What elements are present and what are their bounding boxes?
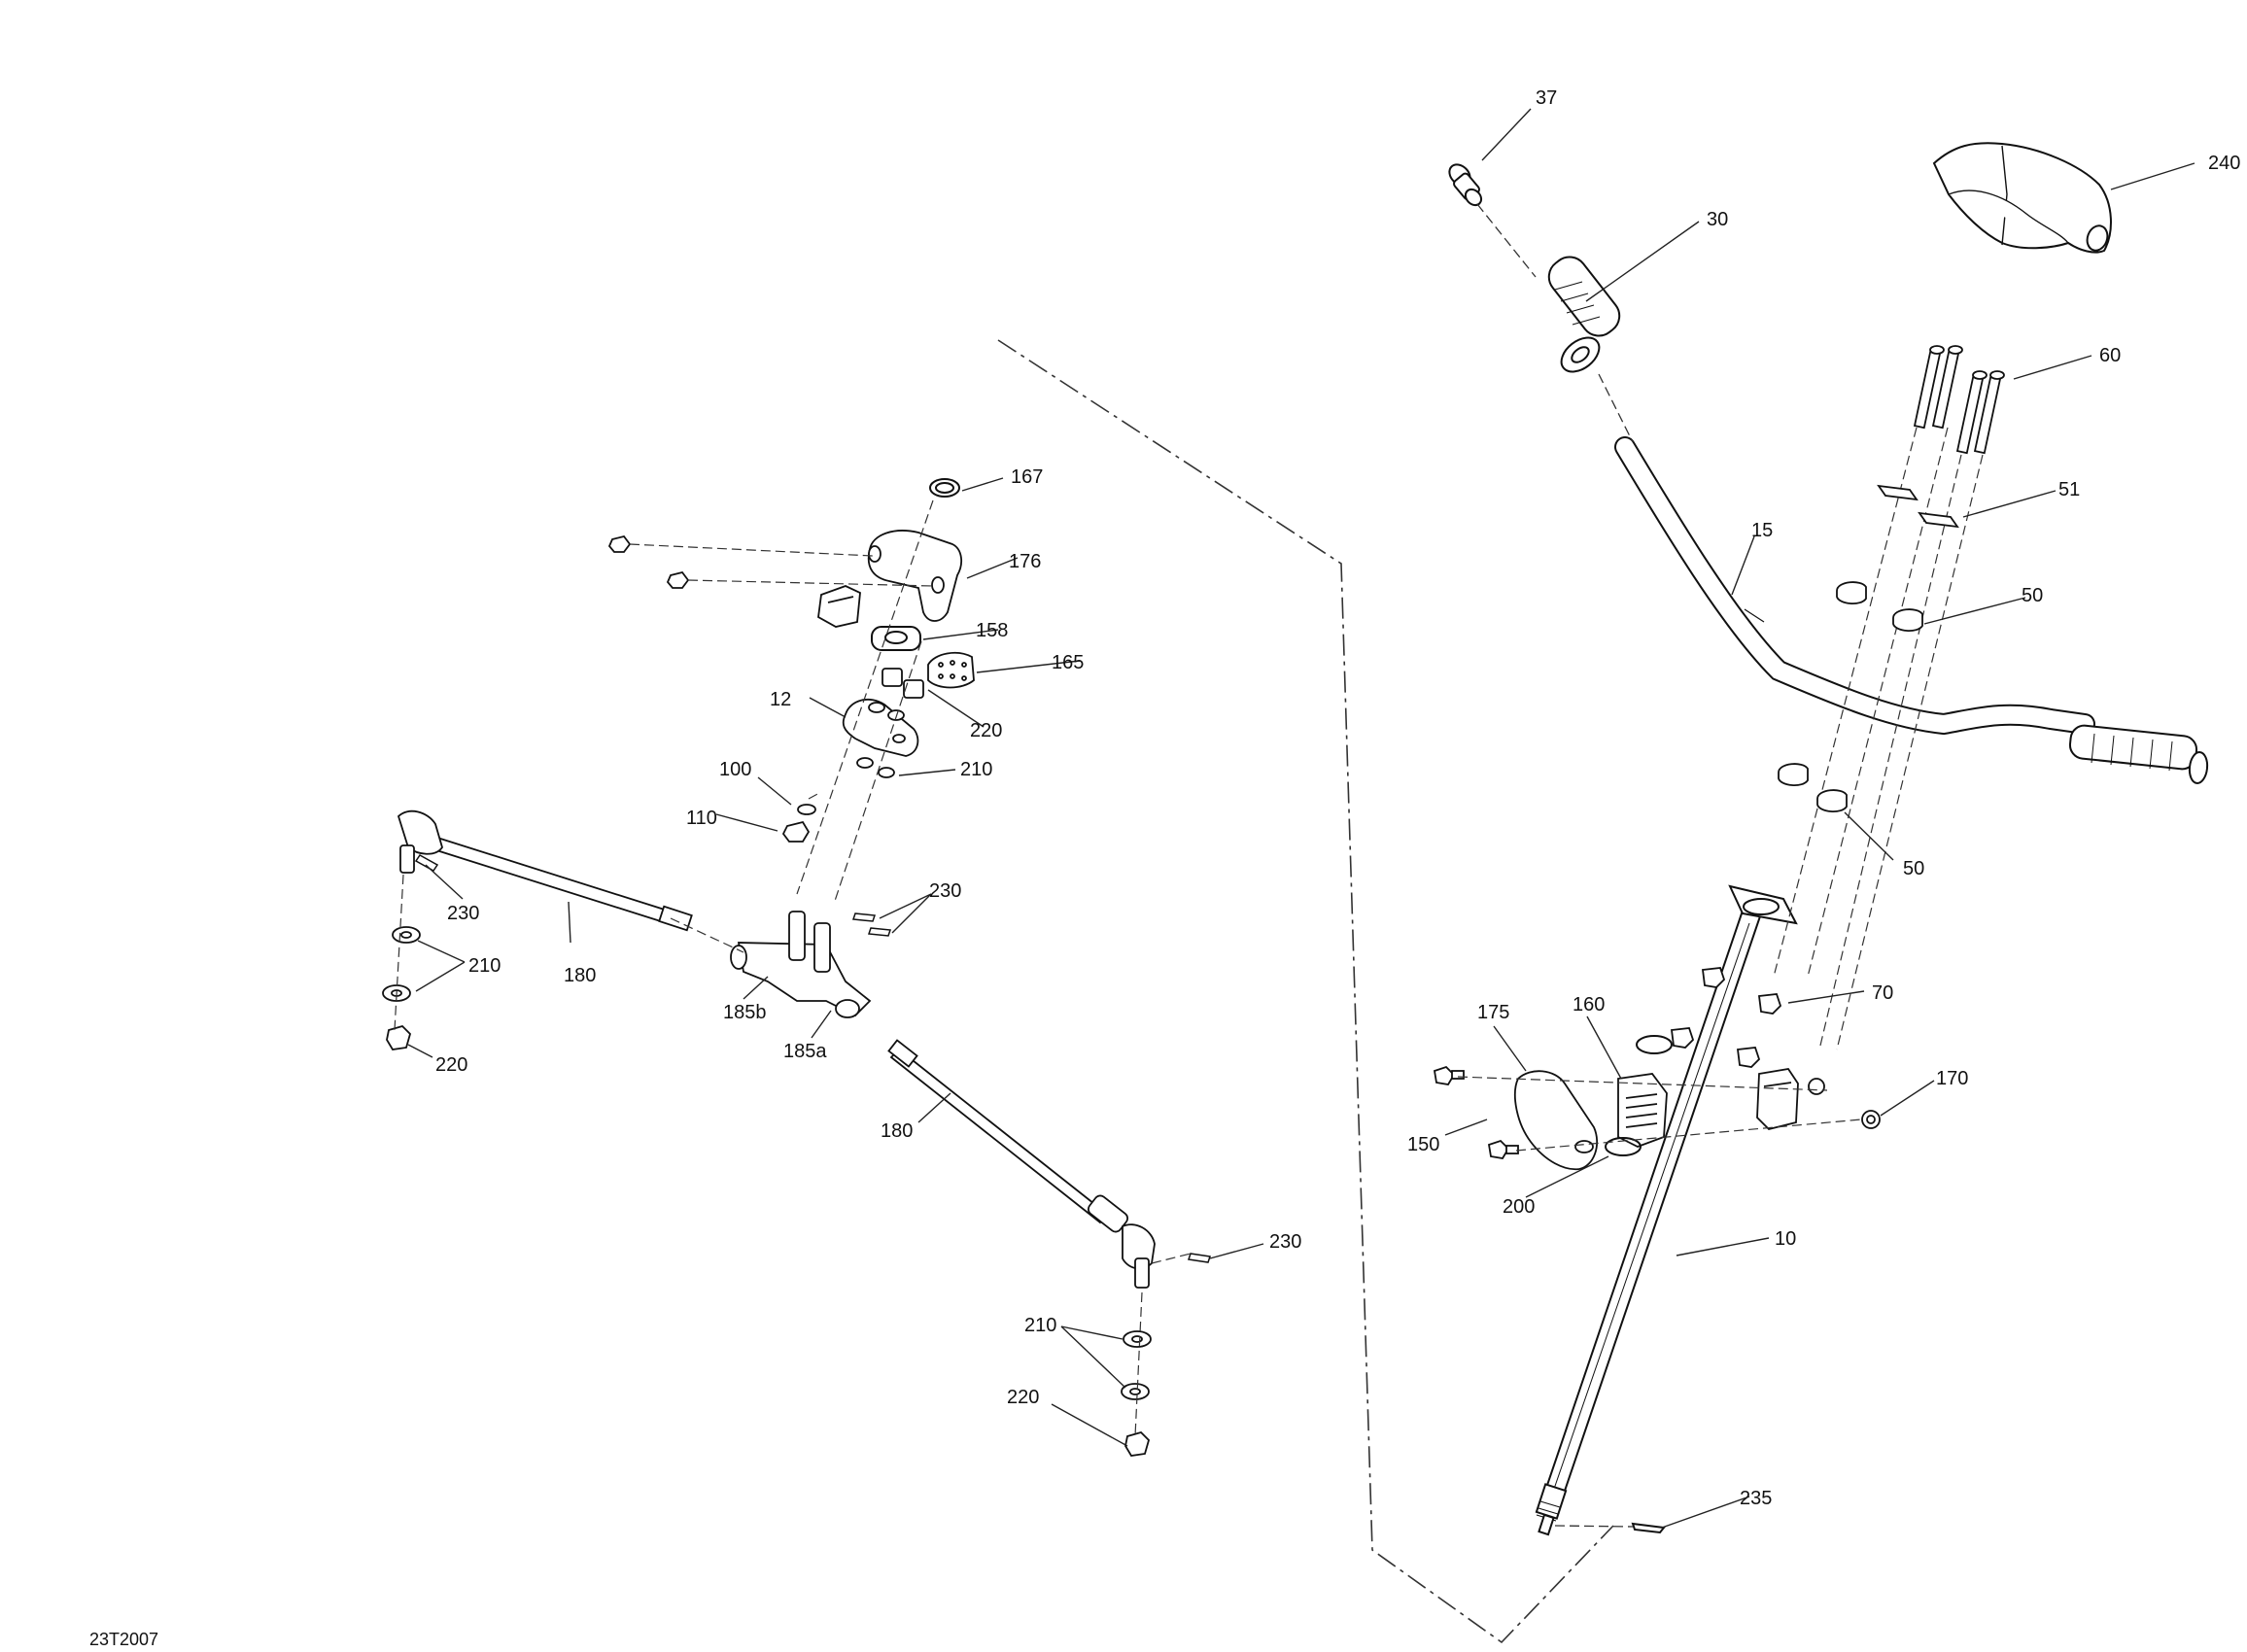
right-grip-part: [2068, 724, 2209, 784]
clamp-bolts-part: [1913, 345, 2005, 455]
lower-clamps-part: [1778, 763, 1848, 812]
cotter-pin-left: [414, 854, 439, 872]
callout-70: 70: [1872, 982, 1893, 1004]
bearing-part: [871, 626, 921, 651]
callout-50-upper: 50: [2022, 585, 2043, 606]
flange-nuts-part: [1670, 967, 1782, 1068]
o-ring-part: [1636, 1035, 1673, 1054]
callout-37: 37: [1536, 87, 1557, 109]
callout-15: 15: [1751, 520, 1773, 541]
callout-110: 110: [686, 808, 717, 829]
lock-nut-part: [781, 820, 811, 843]
callout-176: 176: [1009, 551, 1041, 572]
seal-part: [929, 478, 960, 498]
washers-part: [856, 702, 905, 778]
tie-rod-right-hardware: [1121, 1330, 1152, 1457]
callout-60: 60: [2099, 345, 2121, 366]
callout-51: 51: [2058, 479, 2080, 500]
cotter-pin-center: [867, 927, 892, 937]
cotter-pin-part: [1631, 1522, 1666, 1534]
callout-158: 158: [976, 620, 1008, 641]
callout-160: 160: [1573, 994, 1605, 1015]
cotter-pin-center: [851, 912, 877, 922]
callout-labels: 37 30 240 60 51 15 50 50 70 175 160 170 …: [435, 87, 2240, 1509]
left-grip-part: [1547, 256, 1621, 373]
callout-50-lower: 50: [1903, 858, 1924, 879]
callout-10: 10: [1775, 1228, 1796, 1250]
callout-235: 235: [1740, 1488, 1772, 1509]
bar-end-part: [1448, 163, 1483, 207]
steering-bracket-part: [867, 530, 963, 622]
callout-240: 240: [2208, 153, 2240, 174]
callout-leader-lines: [407, 108, 2195, 1529]
washer-part: [797, 804, 816, 815]
callout-220-center: 220: [970, 720, 1002, 741]
drawing-code: 23T2007: [89, 1630, 158, 1649]
upper-clamps-part: [1836, 581, 1923, 632]
callout-230-left: 230: [447, 903, 479, 924]
callout-210-left: 210: [468, 955, 501, 977]
callout-185b: 185b: [723, 1002, 767, 1023]
retainer-part: [817, 585, 861, 628]
spacer-nuts-part: [882, 668, 924, 699]
callout-230-center: 230: [929, 880, 961, 902]
o-ring-part: [1605, 1137, 1642, 1156]
assembly-boundary-line: [997, 339, 1614, 1644]
callout-230-right: 230: [1269, 1231, 1301, 1253]
callout-175: 175: [1477, 1002, 1509, 1023]
callout-30: 30: [1707, 209, 1728, 230]
callout-165: 165: [1052, 652, 1084, 673]
bushing-clamp-part: [927, 651, 975, 689]
callout-220-left: 220: [435, 1054, 467, 1076]
clamp-plates-part: [1877, 484, 1959, 529]
callout-167: 167: [1011, 466, 1043, 488]
bracket-bolts-part: [1433, 1065, 1881, 1159]
handlebar-pad-part: [1932, 142, 2112, 254]
callout-170: 170: [1936, 1068, 1968, 1089]
callout-200: 200: [1503, 1196, 1535, 1218]
callout-150: 150: [1407, 1134, 1439, 1155]
callout-180-right: 180: [881, 1120, 913, 1142]
callout-12: 12: [770, 689, 791, 710]
tie-rod-left-part: [397, 809, 693, 932]
callout-210-right: 210: [1024, 1315, 1056, 1336]
bushing-housing-part: [1617, 1073, 1668, 1148]
tie-rod-left-hardware: [382, 926, 421, 1050]
bracket-nuts-part: [607, 534, 690, 589]
callout-220-right: 220: [1007, 1387, 1039, 1408]
cotter-pin-right: [1188, 1253, 1211, 1263]
tie-rod-center-block-part: [730, 911, 872, 1018]
steering-column-part: [1535, 884, 1798, 1536]
tie-rod-right-part: [887, 1039, 1156, 1289]
bushing-cap-part: [1756, 1068, 1799, 1130]
callout-210-center: 210: [960, 759, 992, 780]
callout-100: 100: [719, 759, 751, 780]
handlebar-part: [1614, 436, 2095, 736]
callout-180-left: 180: [564, 965, 596, 986]
support-bracket-part: [1514, 1070, 1599, 1171]
callout-185a: 185a: [783, 1041, 827, 1062]
